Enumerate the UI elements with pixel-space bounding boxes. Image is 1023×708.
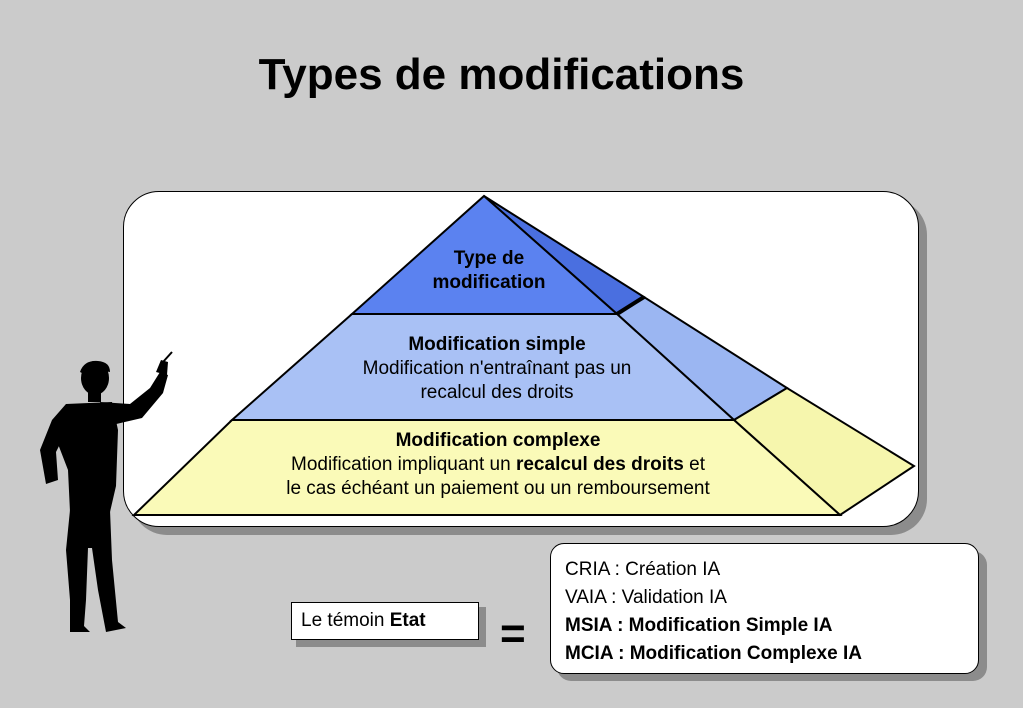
top-label-line2: modification bbox=[432, 272, 546, 293]
presenter-silhouette-icon bbox=[40, 351, 173, 632]
legend-row-0: CRIA : Création IA bbox=[565, 559, 721, 580]
bottom-heading: Modification complexe bbox=[395, 430, 601, 451]
middle-line1: Modification n'entraînant pas un bbox=[362, 358, 632, 379]
legend-row-1: VAIA : Validation IA bbox=[565, 587, 727, 608]
bottom-line2: le cas échéant un paiement ou un rembour… bbox=[286, 478, 710, 499]
bottom-line1-pre: Modification impliquant un bbox=[291, 454, 516, 475]
bottom-line1-post: et bbox=[683, 454, 705, 475]
top-label-line1: Type de bbox=[453, 248, 525, 269]
temoin-box: Le témoin Etat bbox=[291, 602, 479, 640]
legend-row-2: MSIA : Modification Simple IA bbox=[565, 615, 833, 636]
pyramid-top-label: Type de modification bbox=[404, 247, 574, 295]
equals-sign: = bbox=[500, 609, 526, 658]
middle-heading: Modification simple bbox=[408, 334, 586, 355]
pyramid-bottom-label: Modification complexe Modification impli… bbox=[178, 429, 818, 501]
bottom-line1: Modification impliquant un recalcul des … bbox=[178, 453, 818, 477]
top-edge-highlight bbox=[615, 295, 646, 316]
bottom-line1-bold: recalcul des droits bbox=[515, 454, 684, 475]
pyramid-bottom-face bbox=[131, 419, 843, 516]
temoin-label-pre: Le témoin bbox=[301, 610, 390, 631]
temoin-label-bold: Etat bbox=[389, 610, 426, 631]
legend-box: CRIA : Création IA VAIA : Validation IA … bbox=[550, 543, 979, 674]
legend-row-3: MCIA : Modification Complexe IA bbox=[565, 643, 862, 664]
page-title: Types de modifications bbox=[258, 50, 745, 99]
middle-line2: recalcul des droits bbox=[420, 382, 574, 403]
pyramid-middle-label: Modification simple Modification n'entra… bbox=[297, 333, 697, 405]
